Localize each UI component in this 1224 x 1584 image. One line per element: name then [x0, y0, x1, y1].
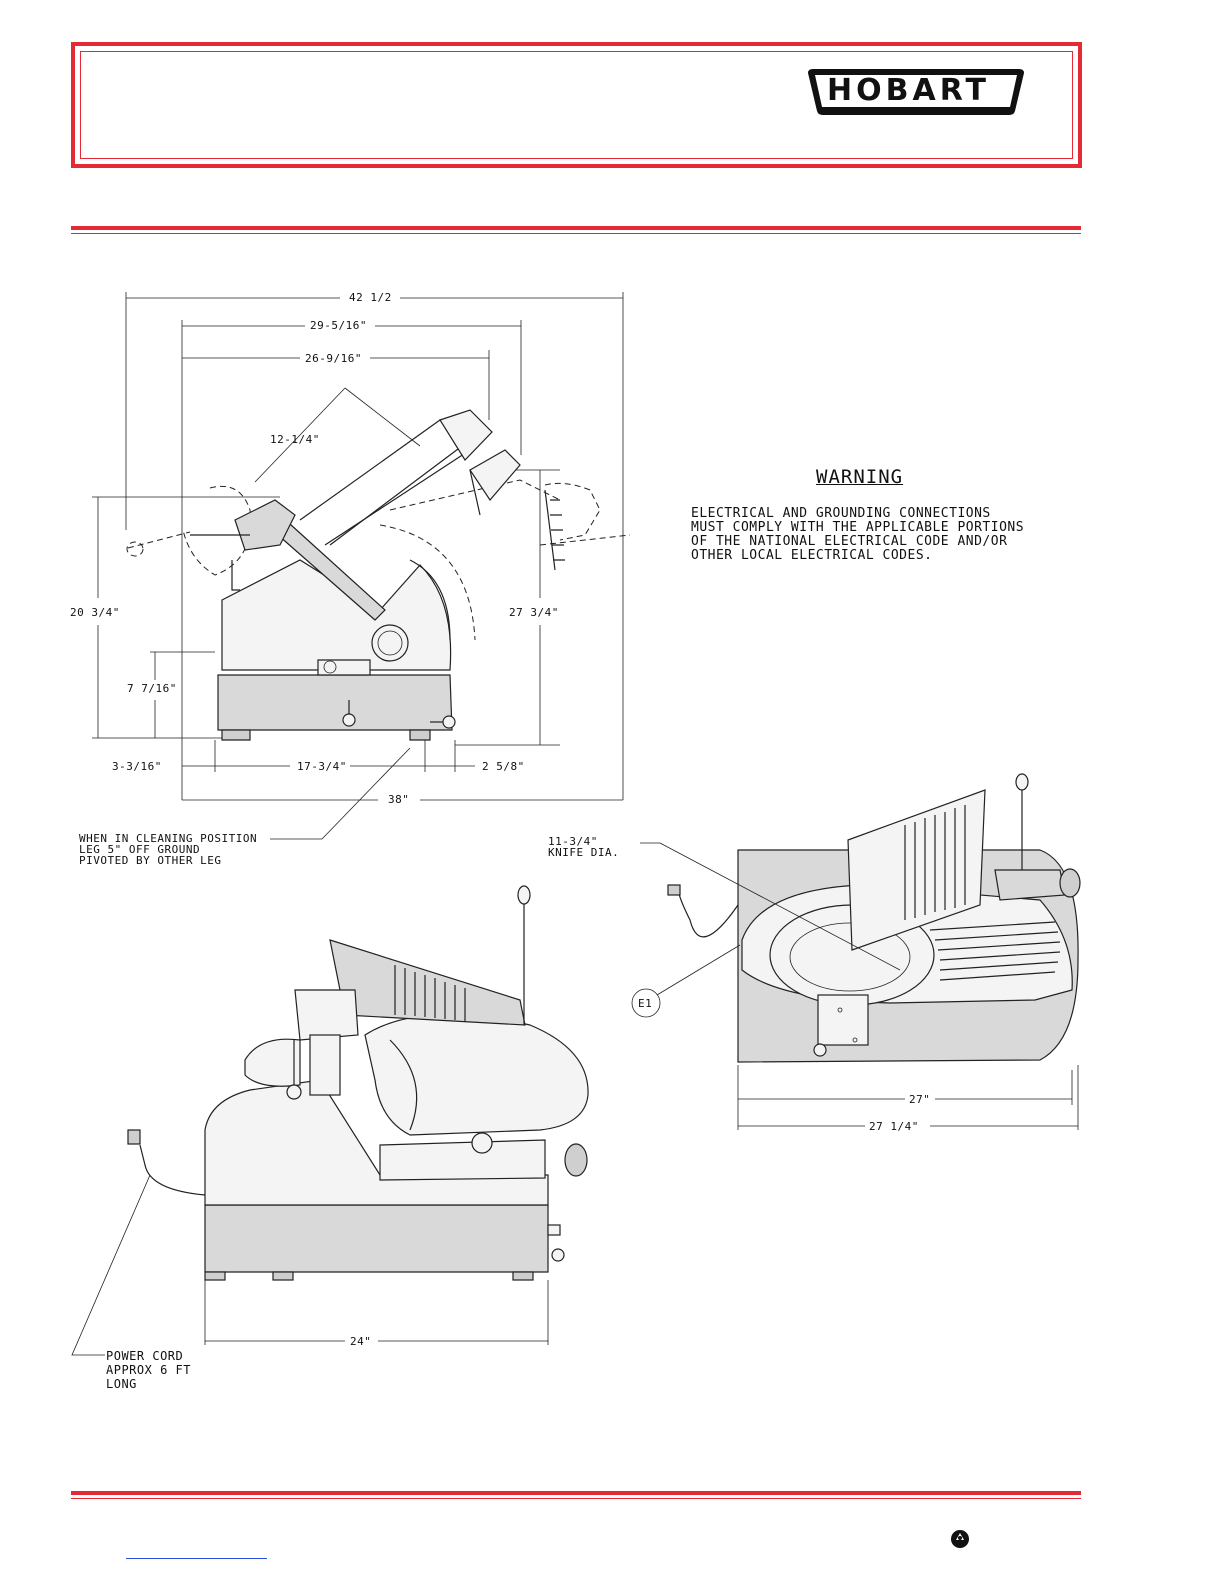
hobart-logo: HOBART: [805, 67, 1027, 117]
dim-height-low: 7 7/16": [127, 682, 177, 695]
dim-top-a: 29-5/16": [310, 319, 367, 332]
logo-text: HOBART: [827, 73, 990, 108]
dim-bottom-right: 2 5/8": [482, 760, 525, 773]
dim-27-1-4: 27 1/4": [869, 1120, 919, 1133]
warning-text: ELECTRICAL AND GROUNDING CONNECTIONS MUS…: [691, 507, 1024, 563]
side-view-machine: [126, 409, 631, 741]
top-view-machine: [631, 773, 1081, 1130]
dim-diag: 12-1/4": [270, 433, 320, 446]
knife-diameter-label: 11-3/4" KNIFE DIA.: [548, 835, 620, 859]
dim-bottom-left: 3-3/16": [112, 760, 162, 773]
dim-bottom-total: 38": [388, 793, 410, 806]
dim-top-b: 26-9/16": [305, 352, 362, 365]
footer-link-underline: [126, 1558, 267, 1559]
dim-height-left: 20 3/4": [70, 606, 120, 619]
bottom-rule: [71, 1491, 1081, 1499]
warning-line: OF THE NATIONAL ELECTRICAL CODE AND/OR: [691, 534, 1008, 549]
dim-27: 27": [909, 1093, 931, 1106]
cleaning-position-note: WHEN IN CLEANING POSITION LEG 5" OFF GRO…: [79, 832, 258, 867]
dim-overall-width: 42 1/2: [349, 291, 392, 304]
warning-line: MUST COMPLY WITH THE APPLICABLE PORTIONS: [691, 520, 1025, 535]
warning-title: WARNING: [816, 466, 904, 488]
e1-callout: E1: [638, 997, 653, 1010]
warning-line: OTHER LOCAL ELECTRICAL CODES.: [691, 548, 933, 563]
top-rule: [71, 226, 1081, 234]
recycle-icon-glyph: [951, 1530, 969, 1548]
side-view-dimensions: [92, 292, 624, 840]
dim-24: 24": [350, 1335, 372, 1348]
header-inner-frame: HOBART: [80, 51, 1073, 159]
dim-bottom-mid: 17-3/4": [297, 760, 347, 773]
power-cord-note: POWER CORD APPROX 6 FT LONG: [106, 1349, 191, 1391]
warning-line: ELECTRICAL AND GROUNDING CONNECTIONS: [691, 506, 991, 521]
header-frame: HOBART: [71, 42, 1082, 168]
dim-height-right: 27 3/4": [509, 606, 559, 619]
logo-badge: [808, 69, 1024, 115]
front-view-machine: [71, 885, 589, 1356]
recycle-icon: [950, 1529, 970, 1549]
